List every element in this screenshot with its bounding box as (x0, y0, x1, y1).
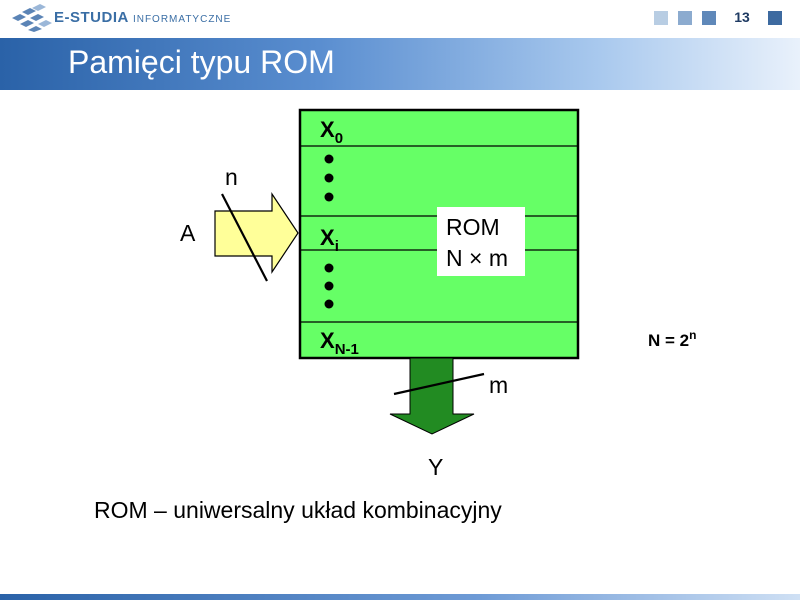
brand-main: E-STUDIA (54, 9, 129, 26)
page-number: 13 (734, 9, 750, 25)
input-label: A (180, 220, 196, 246)
input-arrow (214, 192, 299, 274)
title-bar (0, 38, 800, 90)
e-studia-logo-icon (12, 4, 52, 32)
input-width-label: n (225, 164, 238, 190)
output-bus-slash (393, 372, 485, 396)
caption: ROM – uniwersalny układ kombinacyjny (94, 497, 502, 523)
input-bus-slash (221, 193, 268, 282)
row-label-xn1: XN-1 (320, 328, 359, 358)
output-label: Y (428, 454, 443, 480)
brand-sub: INFORMATYCZNE (132, 14, 232, 25)
slide-title: Pamięci typu ROM (68, 44, 335, 80)
row-label-x0: X0 (320, 117, 343, 147)
output-width-label: m (489, 372, 508, 398)
rom-label-box (437, 207, 525, 276)
output-arrow (389, 357, 475, 435)
bottom-bar (0, 594, 800, 600)
ellipsis-dots-lower (324, 263, 334, 309)
formula: N = 2n (648, 328, 696, 350)
rom-label-line2: N × m (446, 245, 508, 271)
rom-label-line1: ROM (446, 214, 500, 240)
row-label-xi: Xi (320, 225, 339, 255)
ellipsis-dots-upper (324, 154, 334, 202)
nav-square-4[interactable] (768, 11, 782, 25)
nav-square-3[interactable] (702, 11, 716, 25)
nav-square-2[interactable] (678, 11, 692, 25)
brand-logo-text: E-STUDIA INFORMATYCZNE (54, 9, 231, 26)
nav-square-1[interactable] (654, 11, 668, 25)
